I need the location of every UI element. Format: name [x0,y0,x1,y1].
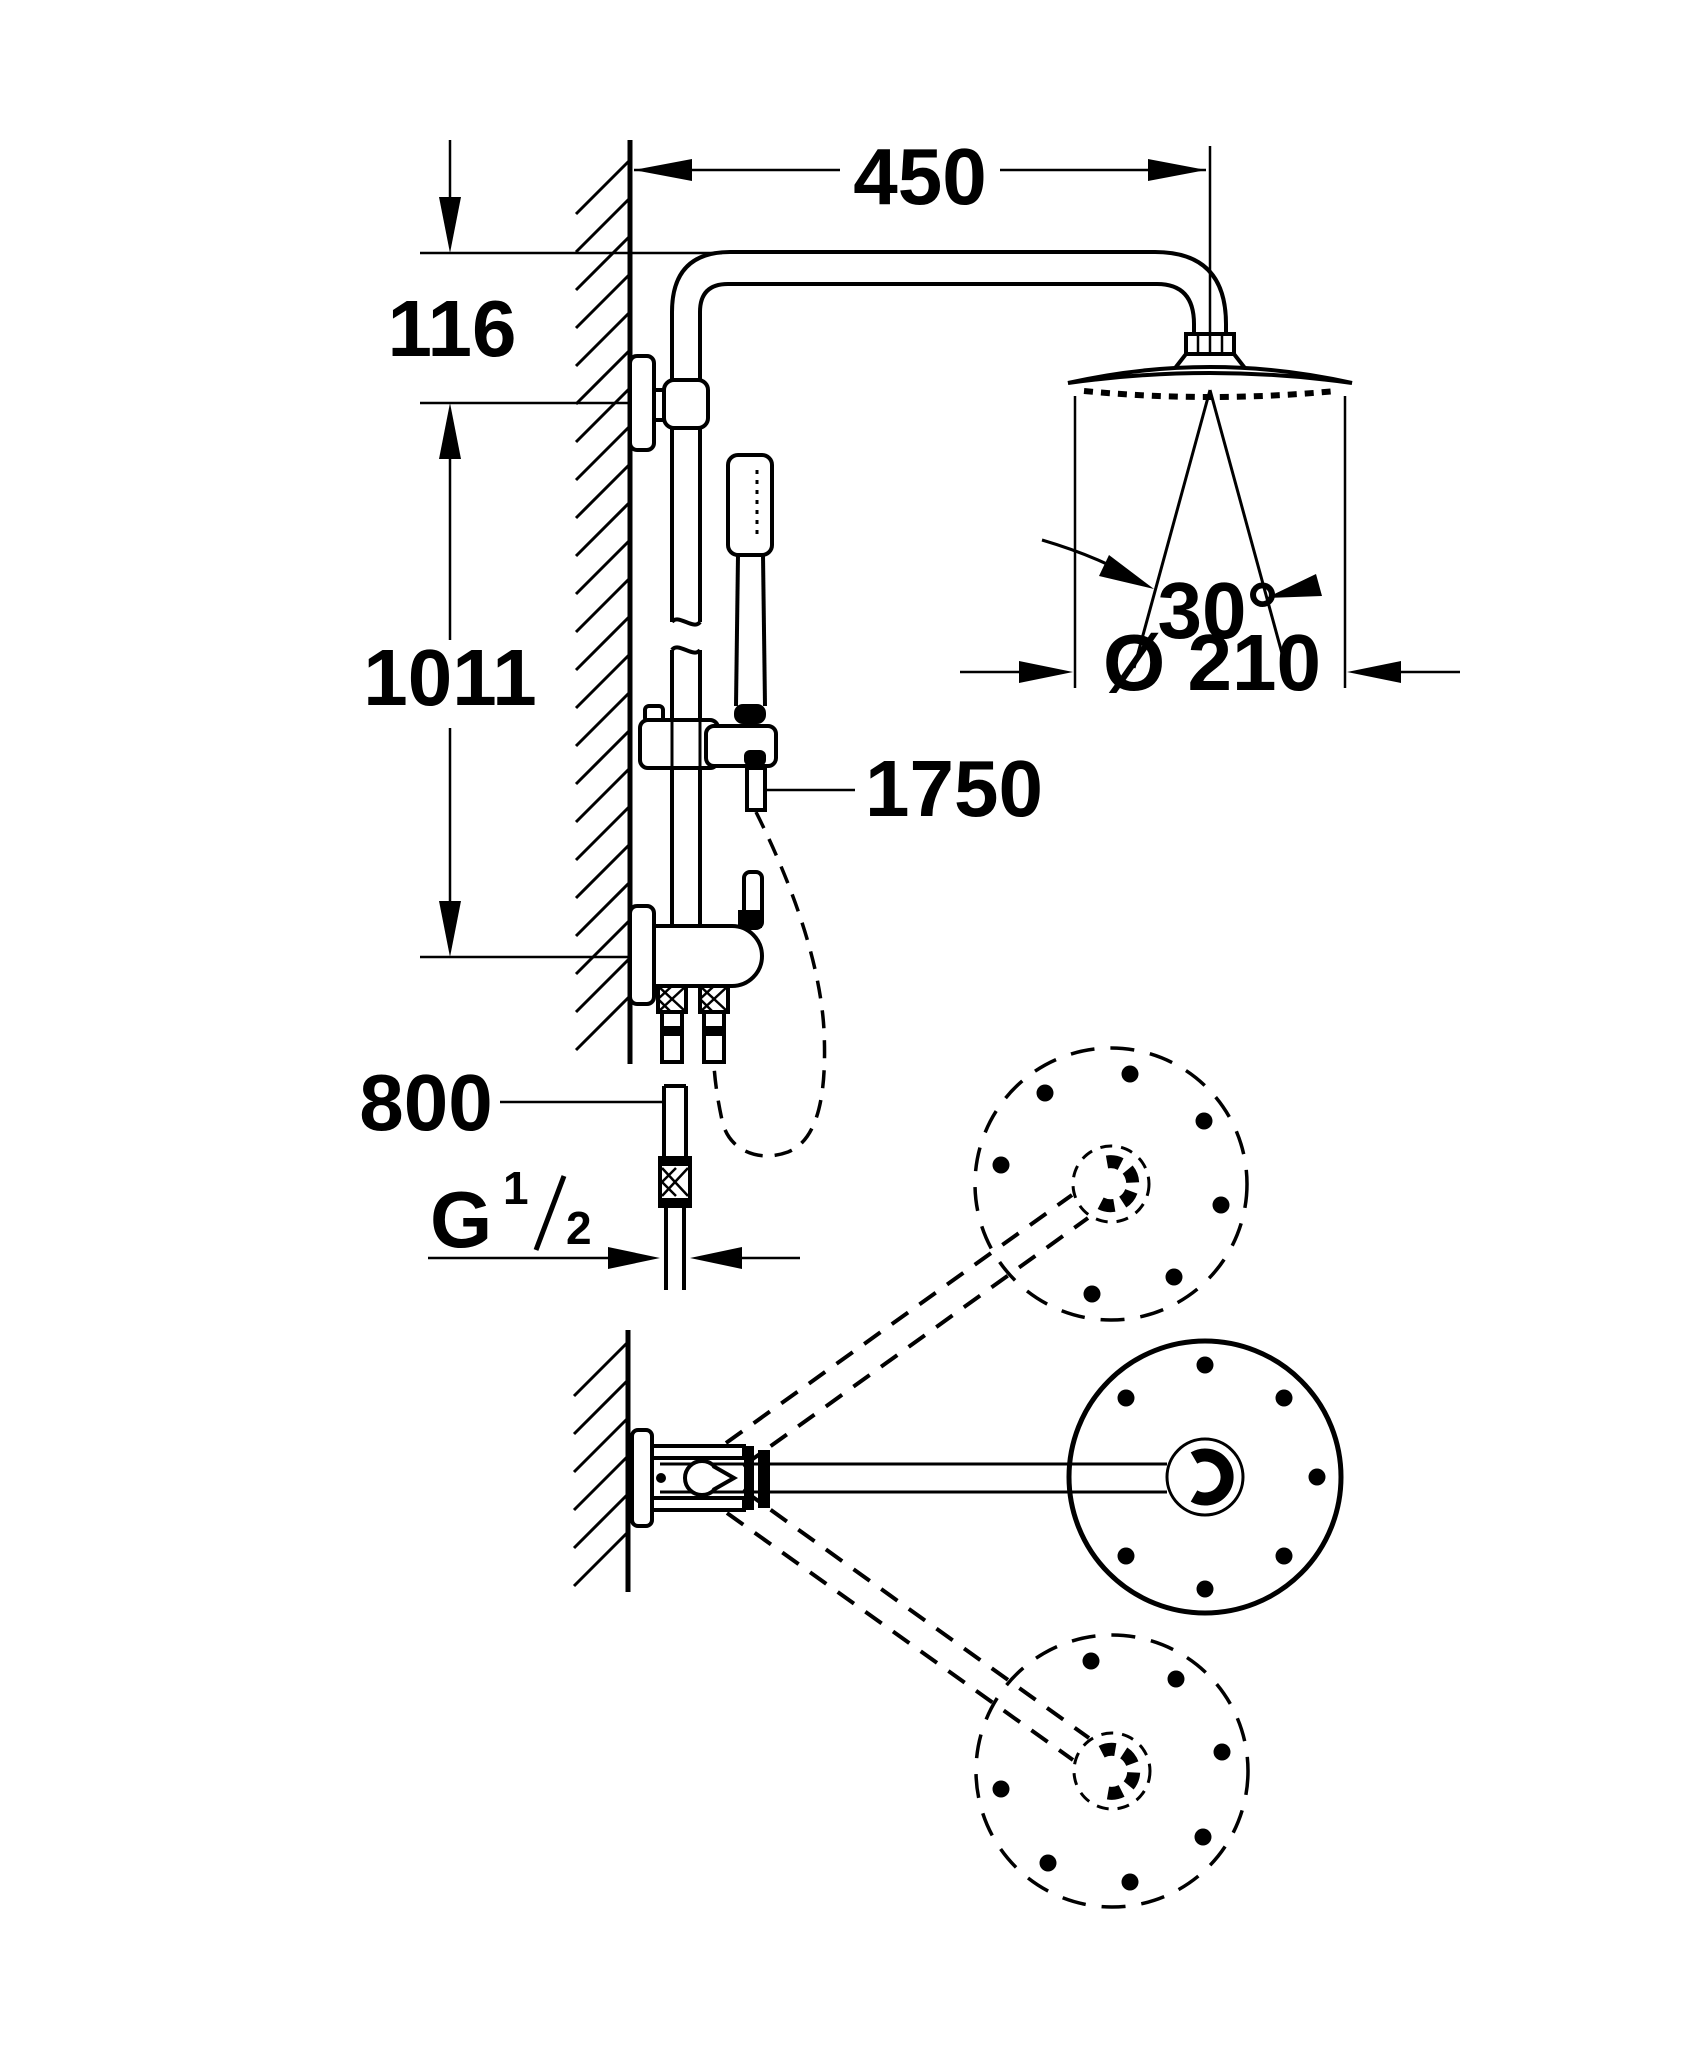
dimension-diameter-210: Ø 210 [960,396,1460,707]
valve-connector-block [738,910,762,928]
arm-outer-edge [670,250,1228,334]
swivel-wall-plate [630,1428,654,1528]
arrowhead-right [1148,159,1206,181]
rail-fittings: 1750 [628,354,1043,833]
arrowhead-left-in [690,1247,742,1269]
head-disc [1066,1338,1344,1616]
swivel-clamp [650,1444,1167,1512]
head-disc-dashed [974,1633,1250,1909]
head-shower-front [1067,332,1353,669]
head-disc-dashed [973,1046,1249,1322]
nozzle-dots [1117,1356,1326,1598]
pipe-break-upper [670,617,702,627]
rail-collar [662,378,710,430]
hub-ring-dashed [1071,1144,1151,1224]
nozzle-dots [992,1065,1230,1303]
annotation-spray-angle: 30° [1041,538,1322,655]
dimension-1011: 1011 [363,403,632,959]
angle-label-30: 30° [1158,566,1279,655]
hose-nipple [745,766,767,812]
arm-flange-inner [758,1450,770,1508]
dim-label-1011: 1011 [363,633,537,722]
arrowhead-up [439,403,461,459]
hand-shower [726,453,774,724]
holder-hose-connector [744,750,766,766]
wall-hatching-top [572,1340,630,1588]
arrowhead-right [1347,661,1401,683]
arrowhead-right-in [608,1247,660,1269]
head-nozzle-row [1083,388,1337,400]
head-shower-plate [1067,365,1353,385]
diverter-valve [628,870,764,1064]
dimension-116: 116 [387,140,722,405]
arrowhead-down [439,901,461,957]
hand-shower-hose-dashed [712,811,827,1158]
hub-collar [1190,1448,1234,1506]
wall-hatching-front [574,158,632,1052]
nozzle-dots [992,1652,1231,1891]
dim-label-116: 116 [387,284,516,373]
hub-ring [1165,1437,1245,1517]
arrowhead-left [1099,555,1154,589]
head-position-lower [974,1633,1250,1909]
thread-prefix: G [430,1175,492,1264]
head-position-center [1066,1338,1344,1616]
clamp-plate-lower [650,1496,746,1512]
wall-section-top [572,1330,631,1592]
clamp-plate-upper [650,1444,746,1460]
thread-denominator: 2 [566,1202,592,1254]
supply-hose: 800 [359,1058,692,1290]
swivel-arm-lower-dashed [725,1488,1091,1762]
dimension-thread-g12: G 1 2 [428,1162,800,1269]
dim-label-800: 800 [359,1058,492,1147]
supply-union-left [656,984,688,1064]
valve-body [652,924,764,988]
arm-flange-outer [744,1446,754,1510]
dim-label-diameter: Ø 210 [1103,618,1321,707]
valve-wall-plate [628,904,656,1006]
spray-cone-right [1208,389,1288,669]
dimension-450: 450 [634,132,1212,352]
swivel-arm-upper-dashed [724,1193,1090,1468]
dim-label-1750: 1750 [865,744,1043,833]
hand-shower-hose-nut [734,704,766,724]
hub-collar-dashed [1090,1742,1141,1800]
wall-section-front [574,140,633,1064]
arrowhead-left [634,159,692,181]
arrowhead-left [1019,661,1073,683]
supply-union-right [698,984,730,1064]
hub-ring-dashed [1072,1731,1152,1811]
arrowhead-down [439,197,461,253]
pivot-pointer [712,1464,739,1492]
arrowhead-right [1266,574,1322,598]
top-view-swivel-arm [572,1046,1344,1909]
hub-collar-dashed [1089,1155,1140,1213]
arm-inner-edge [698,282,1196,334]
pipe-break-lower [670,645,702,655]
thread-fraction-slash [533,1175,567,1251]
thread-numerator: 1 [503,1162,529,1214]
shower-arm-and-riser [670,250,1228,926]
hand-shower-head [726,453,774,557]
dim-label-450: 450 [853,132,986,221]
top-wall-bracket [628,354,656,452]
swivel-screw [656,1473,666,1483]
spray-cone-left [1132,389,1212,669]
head-position-upper [973,1046,1249,1322]
